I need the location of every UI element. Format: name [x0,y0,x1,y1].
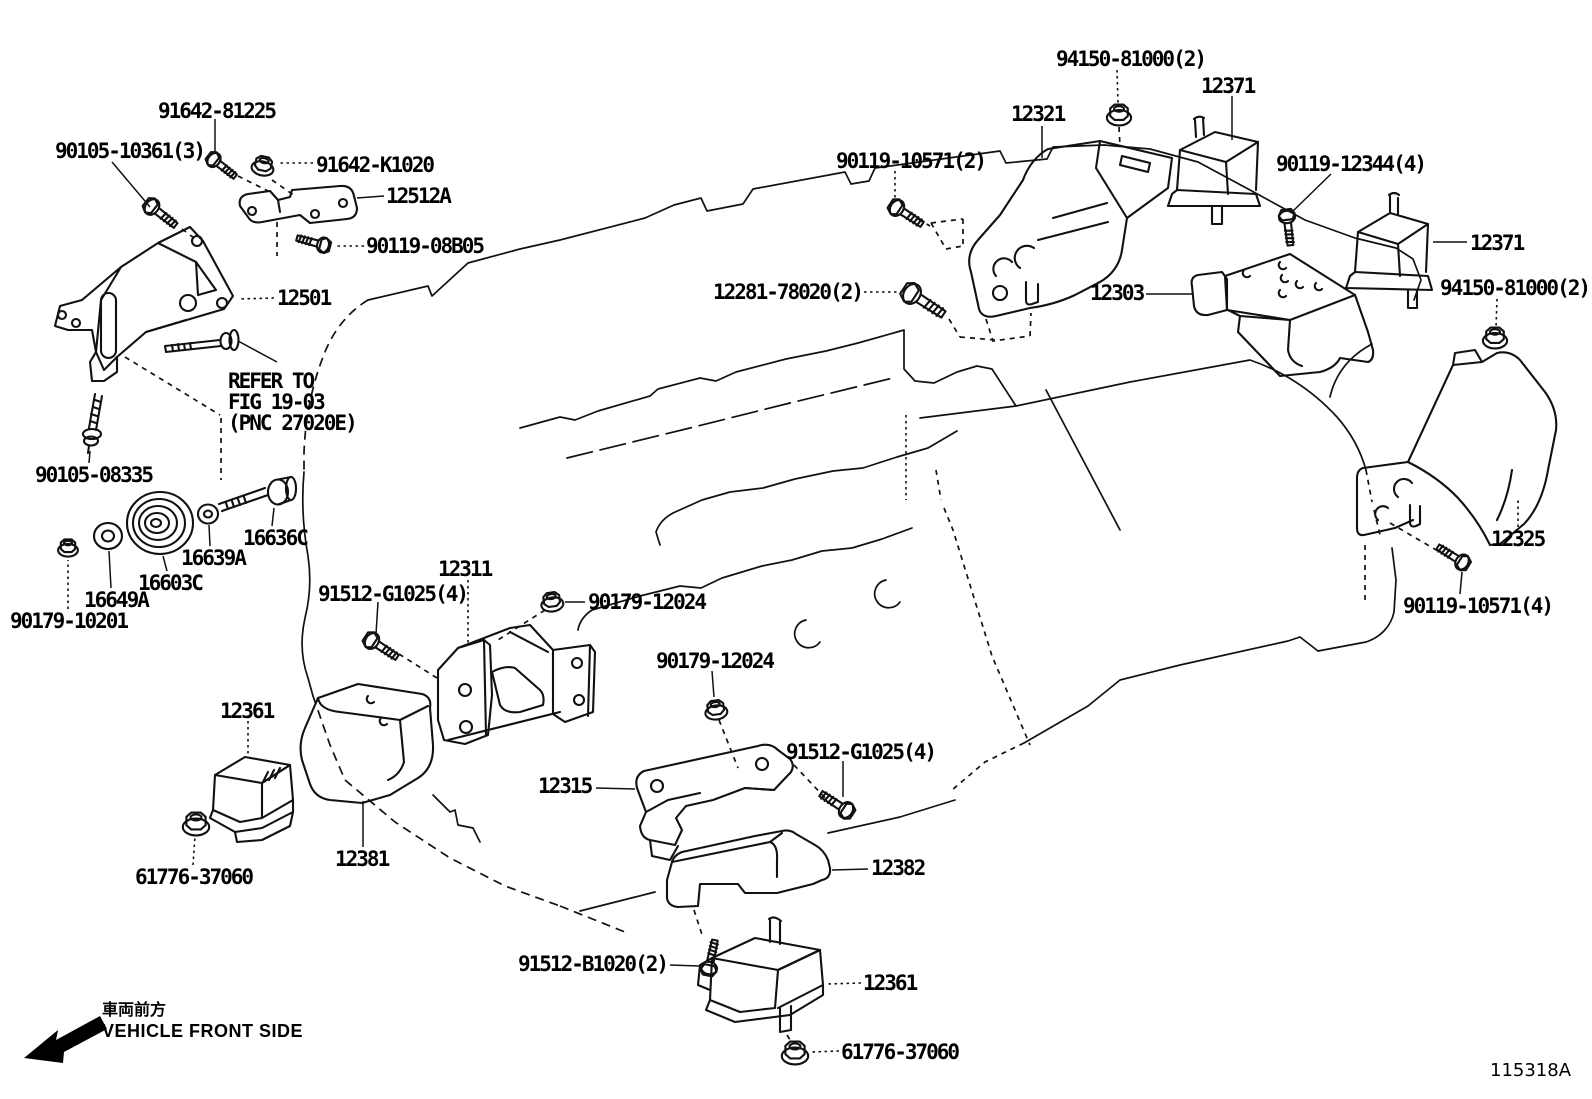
part-12371-top-drawing [1168,117,1260,224]
part-12321-hidden-outline [918,219,1031,341]
part-pulley-16603C-drawing [127,492,193,554]
part-label-90119-08B05: 90119-08B05 [366,234,485,258]
part-12315-drawing [636,745,792,860]
part-label-12325: 12325 [1491,527,1546,551]
reference-note: REFER TO FIG 19-03 (PNC 27020E) [228,369,358,435]
part-label-91642-K1020: 91642-K1020 [316,153,435,177]
nut-61776-37060-left-icon [181,811,211,837]
leader-lines [68,70,1518,1052]
part-label-12501: 12501 [277,286,332,310]
bolt-90119-10571-2-icon [884,195,928,233]
part-stud-16636C-drawing [219,477,296,511]
part-label-12512A: 12512A [386,184,452,208]
part-label-94150-81000-b: 94150-81000(2) [1440,276,1591,300]
figure-code: 115318A [1490,1060,1572,1081]
part-label-12303: 12303 [1090,281,1145,305]
front-side-label-en: VEHICLE FRONT SIDE [102,1021,304,1041]
bolt-90119-10571-4-icon [1432,539,1474,574]
part-label-12381: 12381 [335,847,390,871]
bolt-refer-to-icon [165,330,239,352]
part-washer-16649A-drawing [94,523,122,549]
part-label-16603C: 16603C [138,571,204,595]
part-12361-left-drawing [210,757,293,842]
part-label-12361-bottom: 12361 [863,971,918,995]
part-label-12321: 12321 [1011,102,1066,126]
nut-90179-12024-b-icon [702,698,730,722]
part-12303-drawing [1192,254,1374,376]
nut-90179-10201-icon [57,538,79,558]
part-label-90105-08335: 90105-08335 [35,463,154,487]
part-label-12281-78020: 12281-78020(2) [713,280,864,304]
bolt-90119-12344-icon [1277,207,1300,248]
bolt-90105-08335-icon [83,394,102,453]
bolt-91512-G1025-b-icon [815,785,859,823]
part-label-61776-37060-a: 61776-37060 [135,865,254,889]
part-label-91642-81225: 91642-81225 [158,99,277,123]
nut-94150-81000-top-icon [1105,103,1133,127]
part-label-90119-12344: 90119-12344(4) [1276,152,1427,176]
part-label-90119-10571-2: 90119-10571(2) [836,149,987,173]
part-label-90179-12024-b: 90179-12024 [656,649,775,673]
part-label-61776-37060-b: 61776-37060 [841,1040,960,1064]
part-12512A-drawing [240,186,357,223]
nut-61776-37060-bottom-icon [780,1040,810,1066]
part-label-12371-top: 12371 [1201,74,1256,98]
part-label-12315: 12315 [538,774,593,798]
part-label-16636C: 16636C [243,526,309,550]
nut-90179-12024-a-icon [538,590,566,614]
part-label-90179-12024-a: 90179-12024 [588,590,707,614]
bolt-90119-08B05-icon [293,229,333,256]
part-12371-right-drawing [1346,193,1432,308]
part-label-90105-10361: 90105-10361(3) [55,139,206,163]
part-label-91512-B1020: 91512-B1020(2) [518,952,669,976]
part-label-91512-G1025-b: 91512-G1025(4) [786,740,937,764]
reference-note-line3: (PNC 27020E) [228,411,358,435]
part-12381-drawing [301,684,434,803]
part-12325-drawing [1357,350,1556,545]
engine-outline [302,145,1421,932]
nut-94150-81000-right-icon [1481,326,1509,350]
bolt-12281-78020-icon [896,278,951,325]
bolt-91512-G1025-a-icon [359,628,403,666]
nut-91642-K1020-icon [249,153,277,179]
bolt-91642-81225-icon [202,148,241,184]
part-12382-drawing [667,830,830,907]
part-label-90179-10201: 90179-10201 [10,609,129,633]
part-12501-drawing [55,227,233,381]
front-side-label-jp: 車両前方 [102,1000,167,1019]
part-label-90119-10571-4: 90119-10571(4) [1403,594,1554,618]
part-label-91512-G1025-a: 91512-G1025(4) [318,582,469,606]
part-label-94150-81000-a: 94150-81000(2) [1056,47,1207,71]
vehicle-front-arrow-icon [24,1016,107,1063]
part-label-16649A: 16649A [84,588,150,612]
reference-note-line2: FIG 19-03 [228,390,326,414]
part-12311-drawing [438,625,595,744]
assembly-dashed-lines [125,127,1438,1043]
part-12321-drawing [969,141,1172,317]
part-label-12371-right: 12371 [1470,231,1525,255]
part-12361-bottom-drawing [698,917,823,1032]
part-label-12311: 12311 [438,557,493,581]
bolt-90105-10361-icon [139,194,182,234]
reference-note-line1: REFER TO [228,369,315,393]
part-washer-16639A-drawing [198,505,218,524]
part-label-12382: 12382 [871,856,926,880]
part-label-16639A: 16639A [181,546,247,570]
part-label-12361-left: 12361 [220,699,275,723]
